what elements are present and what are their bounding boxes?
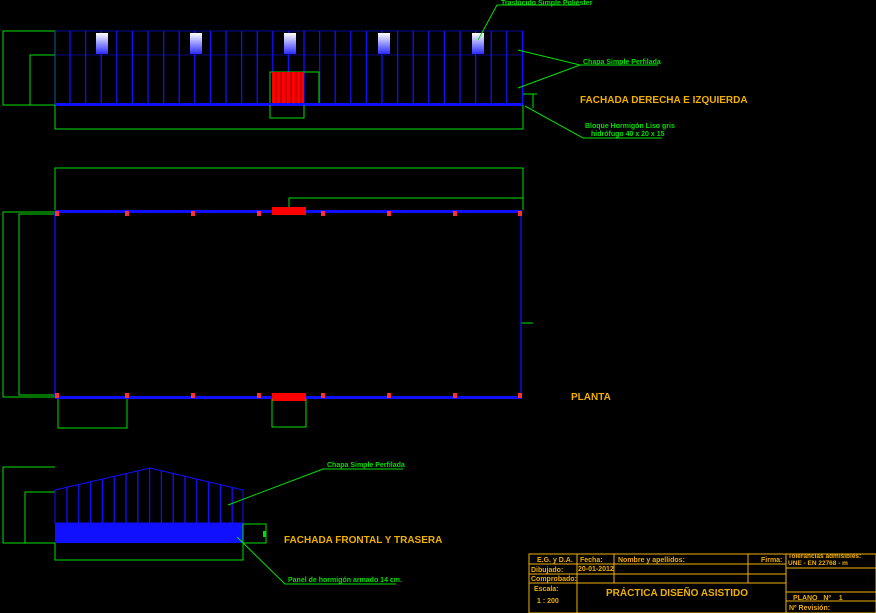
column [125,393,129,398]
column [191,393,195,398]
tolerancias: Tolerancias admisibles: UNE - EN 22768 -… [788,554,862,567]
skylight [378,33,390,54]
block-label-2: hidrófugo 40 x 20 x 15 [591,131,665,138]
skylight [284,33,296,54]
block-label: Bloque Hormigón Liso gris [585,123,675,130]
firma-label: Firma: [761,557,782,564]
door [272,72,304,105]
side-elevation: Traslúcido Simple Poliéster Chapa Simple… [2,0,748,139]
column [518,393,522,398]
revision-label: Nº Revisión: [789,605,830,612]
plano-number: PLANO Nº 1 [793,595,843,602]
title-block: E.G. y D.A. Fecha: Nombre y apellidos: F… [528,553,876,613]
side-elevation-title: FACHADA DERECHA E IZQUIERDA [580,95,748,106]
skylight-label: Traslúcido Simple Poliéster [501,0,593,7]
column [125,211,129,216]
front-elevation: Chapa Simple Perfilada Panel de hormigón… [2,462,442,585]
org: E.G. y D.A. [537,557,573,564]
column [453,393,457,398]
skylight [96,33,108,54]
escala-label: Escala: [534,586,559,593]
column [387,393,391,398]
skylights [96,33,484,54]
column [191,211,195,216]
column [55,211,59,216]
nombre-label: Nombre y apellidos: [618,557,685,564]
column [321,211,325,216]
front-elevation-title: FACHADA FRONTAL Y TRASERA [284,535,442,546]
escala-value: 1 : 200 [537,598,559,605]
door-plan-bottom [272,393,306,401]
column [321,393,325,398]
column [257,211,261,216]
sheet-label: Chapa Simple Perfilada [583,59,661,66]
column [518,211,522,216]
front-sheet-label: Chapa Simple Perfilada [327,462,405,469]
comprobado-label: Comprobado: [531,576,577,583]
skylight [190,33,202,54]
panel-label: Panel de hormigón armado 14 cm. [288,577,402,584]
column [257,393,261,398]
door-plan-top [272,207,306,215]
column [387,211,391,216]
concrete-panel [55,523,243,543]
fecha-value: 20-01-2012 [578,566,614,573]
project-title: PRÁCTICA DISEÑO ASISTIDO [606,586,748,599]
fecha-label: Fecha: [580,557,603,564]
skylight [472,33,484,54]
column [453,211,457,216]
floor-plan: PLANTA [2,167,611,429]
plan-title: PLANTA [571,392,611,403]
column [55,393,59,398]
dibujado-label: Dibujado: [531,567,563,574]
